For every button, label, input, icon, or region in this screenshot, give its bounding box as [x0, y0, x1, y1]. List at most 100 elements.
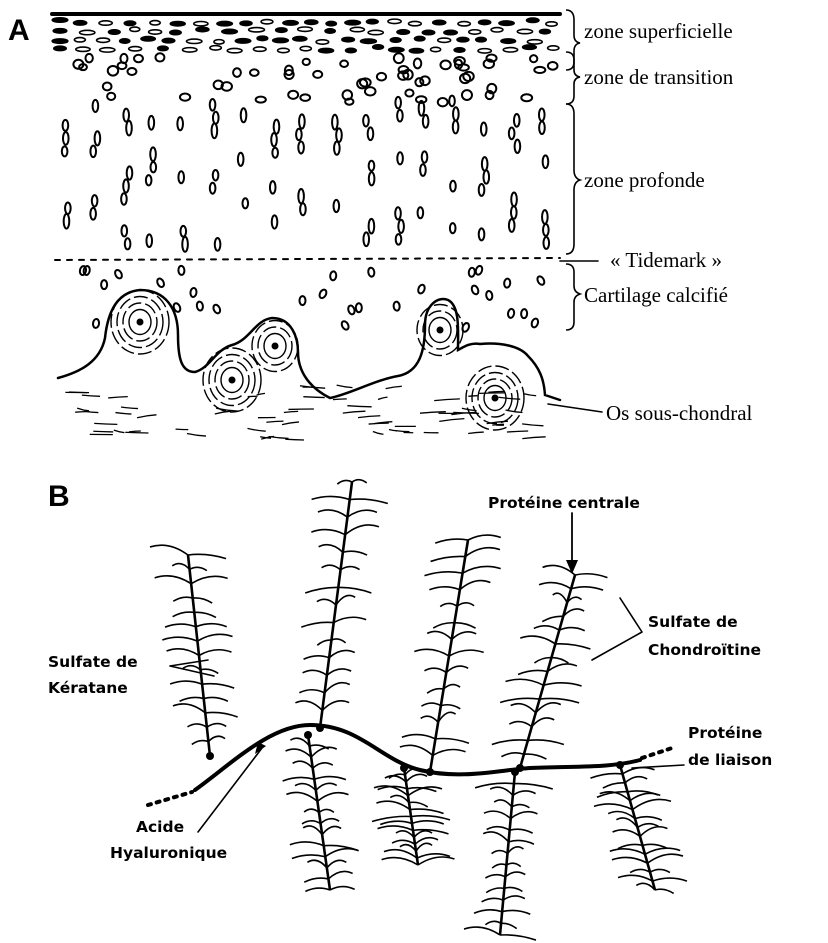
gag-chain [484, 811, 511, 818]
backbone-dots-left [148, 792, 192, 805]
deep-cell [95, 131, 101, 145]
gag-chain [337, 480, 352, 484]
gag-chain [612, 857, 648, 863]
calcified-cell [299, 296, 305, 305]
superficial-cell [257, 36, 268, 40]
bone-lamella [396, 431, 410, 432]
transition-cell [414, 59, 422, 69]
superficial-cell [186, 39, 201, 43]
deep-cell [481, 123, 487, 136]
superficial-cell [444, 30, 457, 34]
deep-cell [514, 114, 520, 127]
osteon-canal [272, 343, 279, 350]
deep-cell [543, 237, 549, 249]
deep-cell [395, 207, 401, 219]
bone-lamella [125, 432, 148, 433]
transition-cell [256, 97, 266, 103]
gag-chain [505, 872, 525, 877]
superficial-cell [345, 20, 361, 24]
superficial-cell [390, 38, 401, 42]
deep-cell [182, 237, 188, 252]
deep-cell [422, 151, 428, 162]
gag-chain [518, 670, 547, 674]
gag-chain [540, 698, 579, 702]
superficial-cell [235, 39, 250, 43]
gag-chain [396, 831, 414, 837]
bone-lamella [82, 395, 100, 396]
deep-cell [396, 234, 402, 245]
gag-chain [411, 816, 450, 820]
gag-chain [501, 753, 524, 757]
transition-cell [288, 91, 298, 99]
superficial-cell [298, 27, 313, 31]
gag-chain [187, 724, 206, 727]
bone-lamella [468, 396, 477, 397]
label-sulfate-chondroitine-2: Chondroïtine [648, 641, 761, 659]
deep-cell [213, 112, 219, 124]
deep-cell [369, 219, 375, 234]
gag-chain [513, 791, 536, 795]
bone-lamella [347, 406, 371, 407]
label-zone-superficielle: zone superficielle [584, 19, 733, 43]
gag-chain [444, 685, 460, 690]
transition-cell [462, 90, 472, 100]
gag-chain [322, 826, 341, 834]
superficial-cell [409, 49, 423, 53]
bone-lamella [373, 431, 384, 434]
deep-cell [483, 170, 489, 183]
calcified-cell [471, 285, 480, 296]
label-proteine-liaison-1: Protéine [688, 724, 762, 742]
bone-lamella [468, 432, 484, 433]
gag-chain [295, 701, 322, 710]
calcified-cell [486, 290, 493, 300]
gag-chain [511, 704, 536, 713]
link-protein [400, 764, 408, 772]
backbone-dots-right [642, 748, 672, 758]
superficial-cell [76, 47, 90, 51]
superficial-cell [217, 21, 232, 25]
gag-chain [293, 761, 313, 768]
gag-chain [328, 871, 352, 879]
label-proteine-centrale: Protéine centrale [488, 494, 640, 512]
deep-cell [241, 108, 247, 122]
label-acide-hyaluronique-2: Hyaluronique [110, 844, 227, 862]
bone-lamella [282, 422, 299, 425]
bone-lamella [522, 424, 543, 426]
bone-lamella [378, 397, 388, 399]
osteon-canal [492, 395, 499, 402]
label-proteine-liaison-2: de liaison [688, 751, 772, 769]
deep-cell [150, 147, 156, 161]
deep-cell [121, 225, 127, 236]
gag-chain [630, 869, 650, 872]
superficial-cells [52, 18, 559, 53]
deep-cell [397, 110, 403, 122]
gag-chain [500, 935, 536, 940]
gag-chain [610, 849, 645, 854]
gag-chain [504, 887, 522, 891]
gag-chain [290, 842, 324, 846]
superficial-cell [53, 29, 67, 33]
deep-cell [213, 170, 219, 181]
deep-cell [63, 120, 69, 131]
superficial-cell [149, 30, 162, 34]
link-protein [511, 768, 519, 776]
proteoglycan-aggregate-drawing [148, 480, 687, 940]
link-protein [304, 731, 312, 739]
gag-chain [460, 581, 490, 590]
gag-chain [551, 658, 568, 663]
deep-cell [274, 120, 280, 134]
superficial-cell [319, 48, 334, 52]
bone-leader [548, 404, 602, 412]
superficial-cell [214, 40, 224, 44]
link-protein [426, 768, 434, 776]
gag-chain [640, 827, 667, 837]
deep-cell [272, 215, 278, 228]
gag-chain [512, 805, 530, 808]
gag-chain [317, 640, 331, 645]
gag-chain [553, 593, 567, 602]
gag-chain [378, 826, 413, 830]
gag-chain [402, 735, 436, 739]
gag-chain [483, 832, 508, 842]
deep-cell [453, 120, 459, 133]
